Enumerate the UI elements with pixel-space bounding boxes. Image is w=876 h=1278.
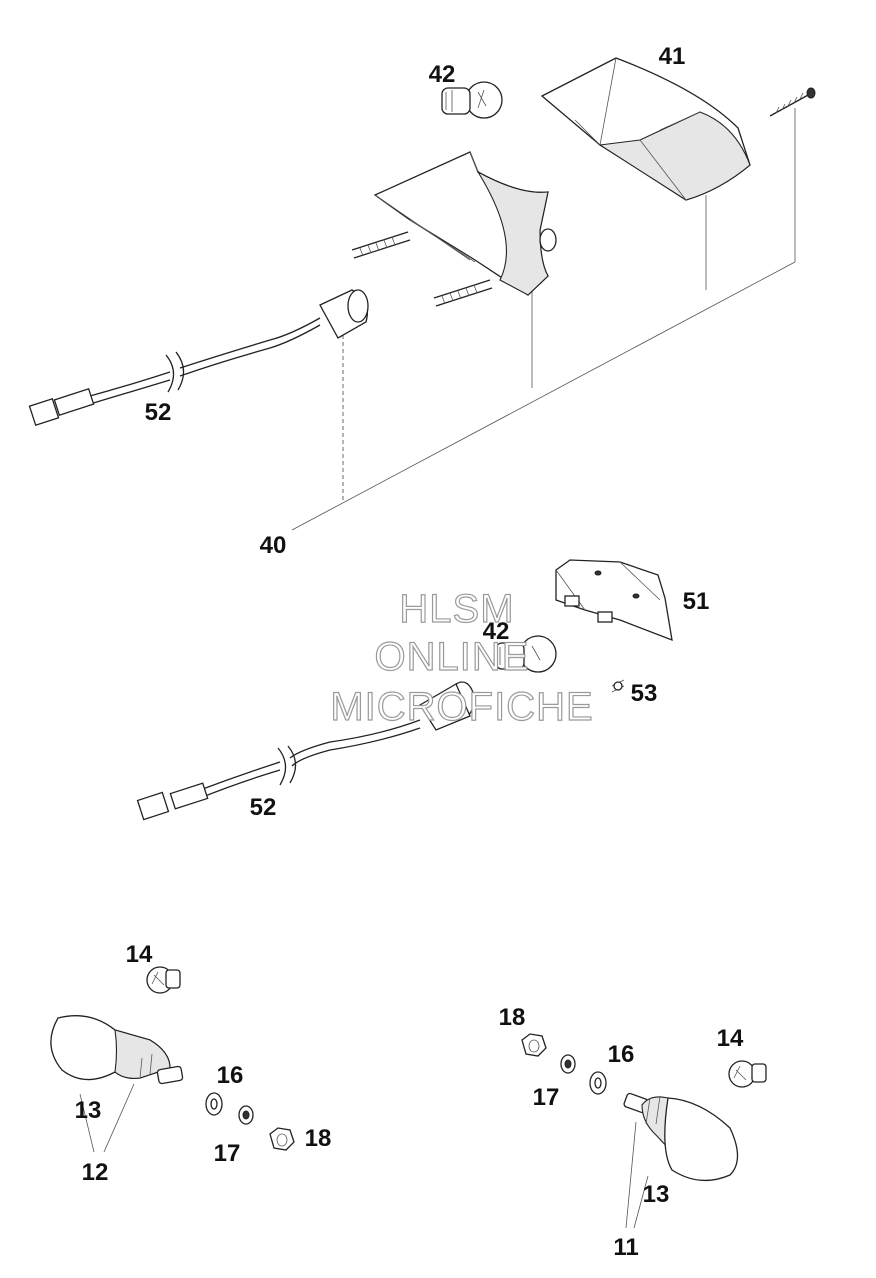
callout-16-right: 16 [608, 1041, 635, 1068]
right-indicator-assembly [521, 1033, 767, 1229]
bulb-part [146, 966, 181, 994]
bulb-part [728, 1060, 767, 1088]
callout-11: 11 [613, 1234, 638, 1261]
lock-washer-part [560, 1054, 576, 1074]
callout-14-left: 14 [126, 941, 153, 968]
left-indicator-assembly [50, 966, 295, 1153]
callout-53: 53 [631, 680, 658, 707]
indicator-housing-part [50, 1015, 184, 1085]
watermark-line-1: HLSM [399, 587, 514, 631]
bulb-part [441, 81, 503, 119]
nut-part [521, 1033, 547, 1057]
wiring-harness-part [136, 681, 475, 821]
callout-14-right: 14 [717, 1025, 744, 1052]
callout-13-left: 13 [75, 1097, 102, 1124]
tail-housing-part [351, 151, 557, 307]
washer-part [205, 1092, 223, 1116]
license-light-cover-part [555, 559, 673, 642]
license-light-assembly [136, 559, 673, 821]
callout-12: 12 [82, 1159, 109, 1186]
callout-18-left: 18 [305, 1125, 332, 1152]
screw-part [769, 87, 816, 117]
callout-13-right: 13 [643, 1181, 670, 1208]
lock-washer-part [238, 1105, 254, 1125]
indicator-housing-part [623, 1092, 739, 1182]
tail-lens-part [540, 57, 751, 201]
callout-40: 40 [260, 532, 287, 559]
wiring-harness-part [28, 289, 369, 427]
callout-52-mid: 52 [250, 794, 277, 821]
callout-labels: 41 42 52 40 51 42 53 52 14 18 14 16 16 1… [75, 43, 744, 1261]
callout-16-left: 16 [217, 1062, 244, 1089]
callout-52-top: 52 [145, 399, 172, 426]
watermark-line-2: ONLINE [375, 635, 530, 679]
callout-17-left: 17 [214, 1140, 241, 1167]
tail-light-assembly [28, 57, 816, 531]
leader-lines-40 [291, 108, 796, 531]
watermark-line-3: MICROFICHE [330, 685, 593, 729]
small-screw-part [611, 679, 625, 693]
washer-part [589, 1071, 607, 1095]
callout-51: 51 [683, 588, 710, 615]
callout-18-right: 18 [499, 1004, 526, 1031]
callout-42-top: 42 [429, 61, 456, 88]
bulb-part [495, 635, 557, 673]
callout-41: 41 [659, 43, 686, 70]
nut-part [269, 1127, 295, 1151]
callout-17-right: 17 [533, 1084, 560, 1111]
watermark: HLSM ONLINE MICROFICHE [330, 586, 594, 729]
callout-42-mid: 42 [483, 618, 510, 645]
